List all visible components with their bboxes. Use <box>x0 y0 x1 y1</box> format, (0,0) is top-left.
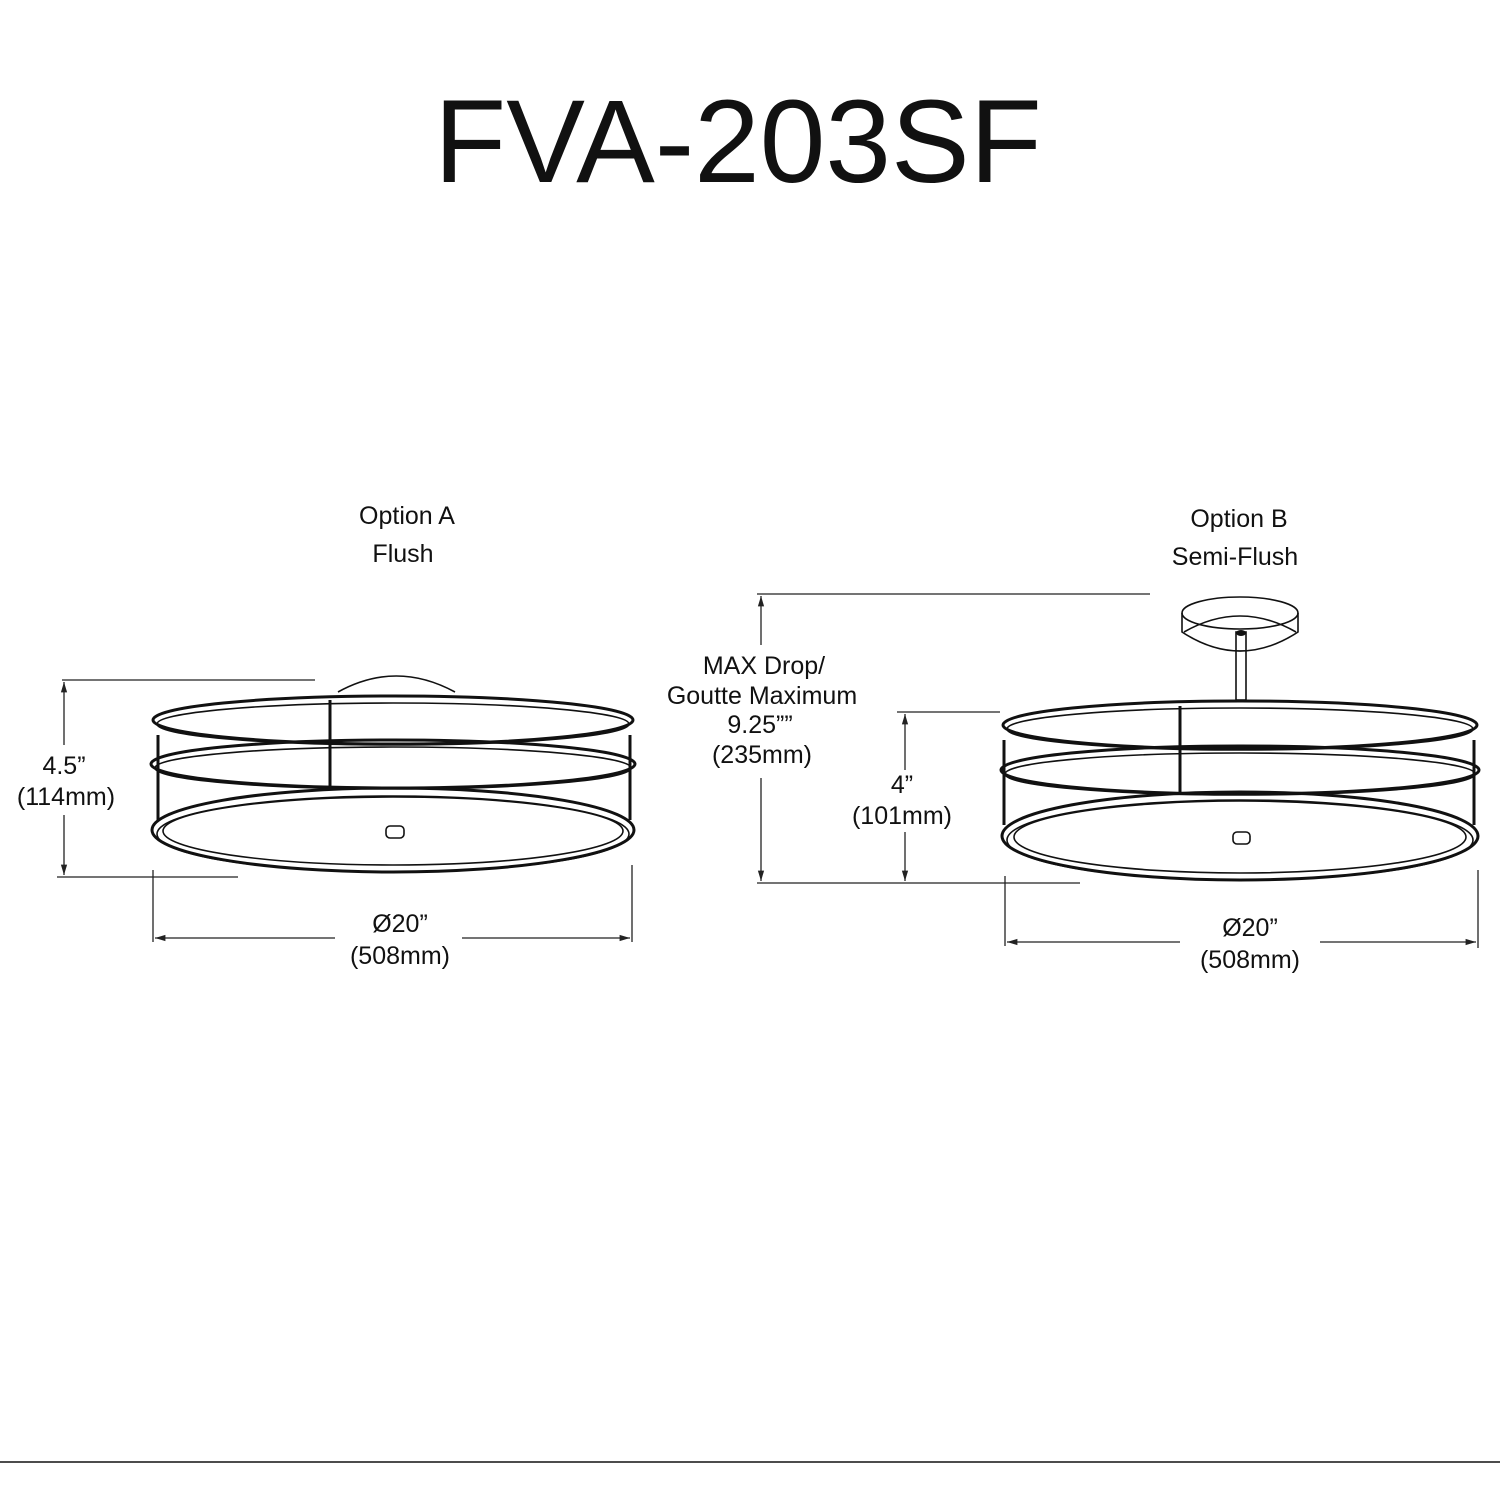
option-a-type: Flush <box>372 540 433 568</box>
page-title: FVA-203SF <box>434 76 1042 208</box>
semi-flush-fixture-illustration <box>999 596 1481 882</box>
option-b-drawing: Option B Semi-Flush MAX Drop/ <box>667 505 1481 974</box>
height-mm-value: (101mm) <box>852 802 952 830</box>
height-value: 4.5” <box>42 752 85 780</box>
diameter-value: Ø20” <box>372 910 428 938</box>
max-drop-value: 9.25”” <box>727 711 792 739</box>
option-b-type: Semi-Flush <box>1172 543 1298 571</box>
max-drop-label: MAX Drop/ <box>703 652 825 680</box>
max-drop-dimension: MAX Drop/ Goutte Maximum 9.25”” (235mm) <box>667 593 1150 884</box>
diameter-value: Ø20” <box>1222 914 1278 942</box>
option-a-drawing: Option A Flush 4.5” (114mm) <box>17 502 637 970</box>
height-value: 4” <box>891 771 913 799</box>
max-drop-label-fr: Goutte Maximum <box>667 682 857 710</box>
downrod <box>1235 631 1247 701</box>
diameter-mm-value: (508mm) <box>1200 946 1300 974</box>
flush-fixture-illustration <box>149 675 637 874</box>
height-mm-value: (114mm) <box>17 783 115 811</box>
diameter-mm-value: (508mm) <box>350 942 450 970</box>
option-a-label: Option A <box>359 502 455 530</box>
max-drop-mm-value: (235mm) <box>712 741 812 769</box>
height-dimension-b: 4” (101mm) <box>852 711 1000 881</box>
height-dimension-a: 4.5” (114mm) <box>17 679 315 878</box>
canopy <box>337 675 456 693</box>
diameter-dimension-a: Ø20” (508mm) <box>152 865 633 970</box>
option-b-label: Option B <box>1190 505 1287 533</box>
diameter-dimension-b: Ø20” (508mm) <box>1004 870 1479 974</box>
